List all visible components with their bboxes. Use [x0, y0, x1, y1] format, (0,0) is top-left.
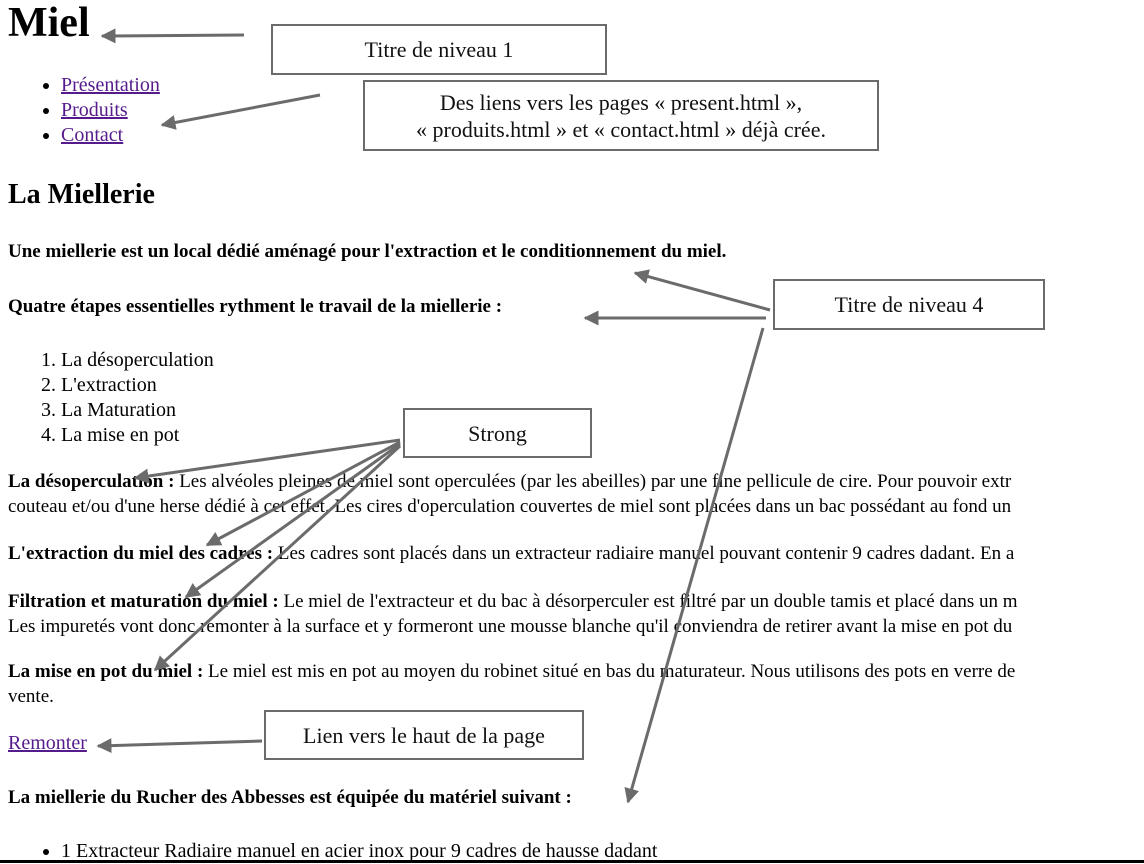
- steps-heading: Quatre étapes essentielles rythment le t…: [8, 296, 503, 317]
- section-title: La Miellerie: [8, 179, 155, 210]
- paragraph-text: Le miel de l'extracteur et du bac à déso…: [278, 591, 1018, 612]
- annotation-h4: Titre de niveau 4: [773, 279, 1045, 330]
- paragraph-desoperculation: La désoperculation : Les alvéoles pleine…: [8, 469, 1011, 519]
- paragraph-text: Le miel est mis en pot au moyen du robin…: [203, 661, 1016, 682]
- nav-link-produits[interactable]: Produits: [61, 99, 128, 121]
- paragraph-filtration: Filtration et maturation du miel : Le mi…: [8, 589, 1018, 639]
- equipment-heading: La miellerie du Rucher des Abbesses est …: [8, 787, 572, 808]
- arrow-h1: [100, 28, 245, 44]
- annotation-strong: Strong: [403, 408, 592, 458]
- annotation-h1: Titre de niveau 1: [271, 24, 607, 75]
- arrow-h4-intro: [633, 269, 771, 312]
- annotation-links-line: Des liens vers les pages « present.html …: [439, 89, 803, 115]
- page-title: Miel: [8, 0, 90, 46]
- paragraph-text: Les cadres sont placés dans un extracteu…: [273, 543, 1015, 564]
- back-to-top-link[interactable]: Remonter: [8, 732, 87, 754]
- arrow-links: [160, 93, 321, 130]
- strong-desoperculation: La désoperculation :: [8, 471, 175, 492]
- bottom-border: [0, 860, 1144, 863]
- strong-extraction: L'extraction du miel des cadres :: [8, 543, 274, 564]
- paragraph-text: Les alvéoles pleines de miel sont opercu…: [174, 471, 1012, 492]
- equipment-list: 1 Extracteur Radiaire manuel en acier in…: [8, 839, 657, 864]
- step-item: La Maturation: [61, 398, 214, 423]
- nav-link-presentation[interactable]: Présentation: [61, 74, 160, 96]
- nav-item-produits: Produits: [61, 98, 160, 123]
- nav-list: Présentation Produits Contact: [8, 73, 160, 148]
- step-item: La désoperculation: [61, 348, 214, 373]
- strong-mise-en-pot: La mise en pot du miel :: [8, 661, 204, 682]
- step-item: La mise en pot: [61, 423, 214, 448]
- nav-item-contact: Contact: [61, 123, 160, 148]
- nav-item-presentation: Présentation: [61, 73, 160, 98]
- annotation-links-line: « produits.html » et « contact.html » dé…: [416, 116, 826, 142]
- intro-heading: Une miellerie est un local dédié aménagé…: [8, 241, 727, 262]
- paragraph-text: couteau et/ou d'une herse dédié à cet ef…: [8, 496, 1012, 517]
- equipment-item: 1 Extracteur Radiaire manuel en acier in…: [61, 839, 657, 864]
- nav-link-contact[interactable]: Contact: [61, 124, 124, 146]
- step-item: L'extraction: [61, 373, 214, 398]
- steps-list: La désoperculation L'extraction La Matur…: [8, 348, 214, 448]
- strong-filtration: Filtration et maturation du miel :: [8, 591, 279, 612]
- paragraph-extraction: L'extraction du miel des cadres : Les ca…: [8, 541, 1014, 566]
- arrow-top-link: [96, 738, 263, 754]
- paragraph-text: Les impuretés vont donc remonter à la su…: [8, 616, 1013, 637]
- paragraph-mise-en-pot: La mise en pot du miel : Le miel est mis…: [8, 659, 1015, 709]
- annotation-links: Des liens vers les pages « present.html …: [363, 80, 879, 151]
- paragraph-text: vente.: [8, 686, 54, 707]
- annotation-top-link: Lien vers le haut de la page: [264, 710, 584, 760]
- arrow-strong-3: [184, 442, 401, 599]
